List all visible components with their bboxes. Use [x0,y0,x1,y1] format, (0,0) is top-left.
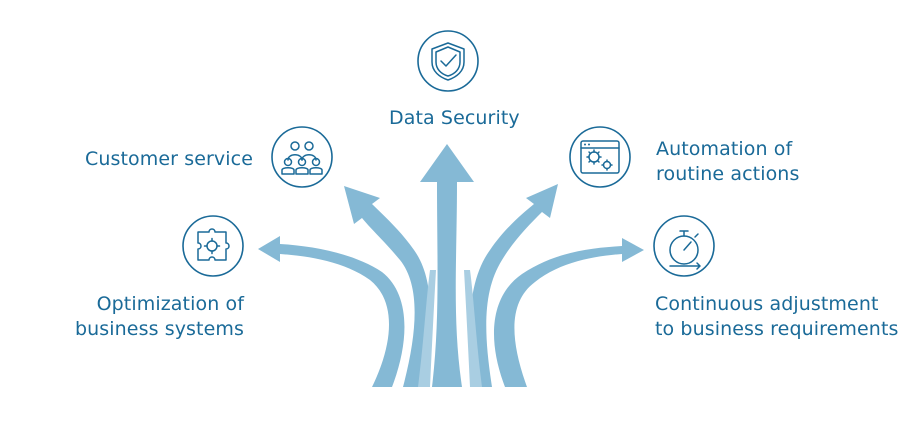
puzzle-gear-icon [182,215,244,277]
arrow-strand [418,270,436,387]
label-data-security: Data Security [389,107,520,129]
label-optimization: Optimization of business systems [74,293,244,340]
stopwatch-icon [653,215,715,277]
label-customer-service: Customer service [85,148,253,170]
arrow-left-horizontal [258,236,405,387]
people-group-icon [271,126,333,188]
browser-gears-icon [569,126,631,188]
shield-check-icon [417,30,479,92]
arrow-strand [464,270,482,387]
arrow-right-horizontal [493,238,644,387]
label-automation: Automation of routine actions [656,138,800,185]
arrow-center-up [420,144,474,387]
label-continuous-adjustment: Continuous adjustment to business requir… [655,293,899,340]
arrow-bundle [258,144,644,387]
